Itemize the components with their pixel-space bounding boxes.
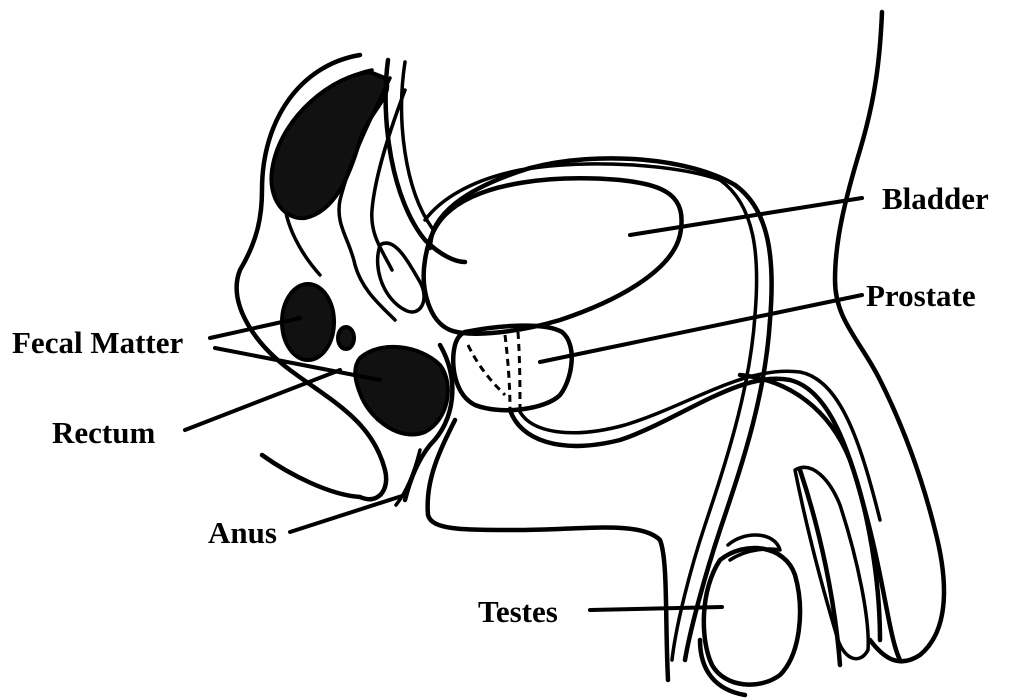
vas-deferens-inner — [672, 180, 757, 660]
prostate-leader — [540, 295, 862, 362]
testis-outline — [704, 548, 800, 685]
rectum-fecal-mass — [355, 347, 448, 435]
urethra-dashed-3 — [468, 345, 505, 395]
label-prostate: Prostate — [866, 280, 976, 311]
vas-deferens-outer — [685, 185, 772, 660]
prostate-outline — [453, 326, 572, 411]
anal-canal — [428, 420, 668, 680]
pelvic-curve — [386, 60, 465, 262]
label-testes: Testes — [478, 596, 558, 627]
label-anus: Anus — [208, 517, 277, 548]
abdomen-outline — [835, 12, 944, 661]
penis-lower — [800, 470, 840, 665]
rectum-leader — [185, 370, 340, 430]
bladder-outline — [424, 178, 682, 333]
label-rectum: Rectum — [52, 417, 155, 448]
urethra-dashed-1 — [505, 335, 510, 410]
colon-fecal-mass — [271, 72, 387, 218]
fecal-piece-small — [338, 327, 354, 349]
lower-back-line — [262, 455, 360, 497]
bladder-leader — [630, 198, 862, 235]
urethra-dashed-2 — [518, 332, 520, 412]
anus-leader — [290, 495, 405, 532]
label-bladder: Bladder — [882, 183, 989, 214]
label-fecal-matter: Fecal Matter — [12, 327, 183, 358]
